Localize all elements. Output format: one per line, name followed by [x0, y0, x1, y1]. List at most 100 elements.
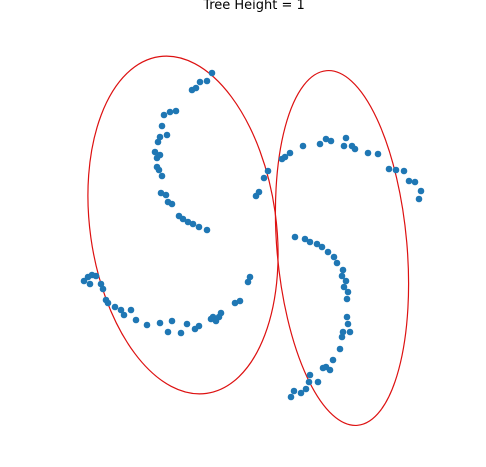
data-point — [299, 142, 307, 150]
data-point — [168, 317, 176, 325]
data-point — [111, 303, 119, 311]
data-point — [195, 322, 203, 330]
data-point — [336, 345, 344, 353]
data-point — [104, 299, 112, 307]
data-point — [343, 295, 351, 303]
data-point — [86, 280, 94, 288]
data-point — [184, 218, 192, 226]
cluster-ellipses — [87, 55, 410, 427]
data-point — [160, 111, 168, 119]
data-point — [217, 309, 225, 317]
data-point — [417, 187, 425, 195]
cluster-ellipse-2 — [274, 69, 410, 427]
data-point — [374, 150, 382, 158]
data-point — [236, 297, 244, 305]
data-point — [153, 163, 161, 171]
data-point — [97, 280, 105, 288]
data-point — [231, 299, 239, 307]
data-point — [192, 84, 200, 92]
data-point — [305, 378, 313, 386]
data-point — [306, 371, 314, 379]
data-point — [162, 191, 170, 199]
data-point — [342, 277, 350, 285]
data-point — [189, 220, 197, 228]
data-point — [164, 198, 172, 206]
data-point — [164, 328, 172, 336]
data-point — [330, 253, 338, 261]
data-point — [158, 172, 166, 180]
data-point — [301, 235, 309, 243]
data-point — [344, 320, 352, 328]
scatter-points — [80, 69, 425, 401]
data-point — [120, 311, 128, 319]
data-point — [166, 108, 174, 116]
data-point — [342, 134, 350, 142]
data-point — [411, 178, 419, 186]
data-point — [117, 306, 125, 314]
cluster-ellipse-1 — [87, 55, 279, 395]
data-point — [340, 283, 348, 291]
data-point — [291, 233, 299, 241]
data-point — [196, 78, 204, 86]
data-point — [344, 288, 352, 296]
data-point — [392, 166, 400, 174]
data-point — [175, 212, 183, 220]
data-point — [333, 259, 341, 267]
data-point — [132, 316, 140, 324]
data-point — [203, 226, 211, 234]
data-point — [154, 138, 162, 146]
data-point — [324, 248, 332, 256]
data-point — [177, 329, 185, 337]
data-point — [364, 149, 372, 157]
data-point — [260, 174, 268, 182]
data-point — [339, 328, 347, 336]
data-point — [80, 277, 88, 285]
data-point — [143, 321, 151, 329]
data-point — [183, 320, 191, 328]
data-point — [246, 273, 254, 281]
data-point — [127, 306, 135, 314]
data-point — [290, 387, 298, 395]
data-point — [151, 148, 159, 156]
data-point — [338, 272, 346, 280]
data-point — [329, 356, 337, 364]
data-point — [203, 77, 211, 85]
data-point — [314, 378, 322, 386]
data-point — [327, 137, 335, 145]
data-point — [156, 133, 164, 141]
data-point — [400, 167, 408, 175]
data-point — [156, 151, 164, 159]
data-point — [339, 266, 347, 274]
data-point — [313, 240, 321, 248]
data-point — [156, 319, 164, 327]
data-point — [385, 165, 393, 173]
data-point — [415, 195, 423, 203]
data-point — [316, 140, 324, 148]
data-point — [302, 385, 310, 393]
data-point — [244, 278, 252, 286]
data-point — [264, 167, 272, 175]
data-point — [99, 285, 107, 293]
data-point — [338, 333, 346, 341]
data-point — [346, 328, 354, 336]
data-point — [318, 243, 326, 251]
data-point — [405, 177, 413, 185]
data-point — [340, 142, 348, 150]
data-point — [297, 389, 305, 397]
data-point — [92, 272, 100, 280]
data-point — [158, 122, 166, 130]
data-point — [255, 188, 263, 196]
data-point — [195, 223, 203, 231]
data-point — [343, 313, 351, 321]
data-point — [157, 189, 165, 197]
data-point — [306, 238, 314, 246]
data-point — [322, 135, 330, 143]
data-point — [351, 145, 359, 153]
data-point — [278, 155, 286, 163]
data-point — [286, 149, 294, 157]
data-point — [172, 107, 180, 115]
data-point — [163, 131, 171, 139]
data-point — [208, 69, 216, 77]
data-point — [326, 366, 334, 374]
